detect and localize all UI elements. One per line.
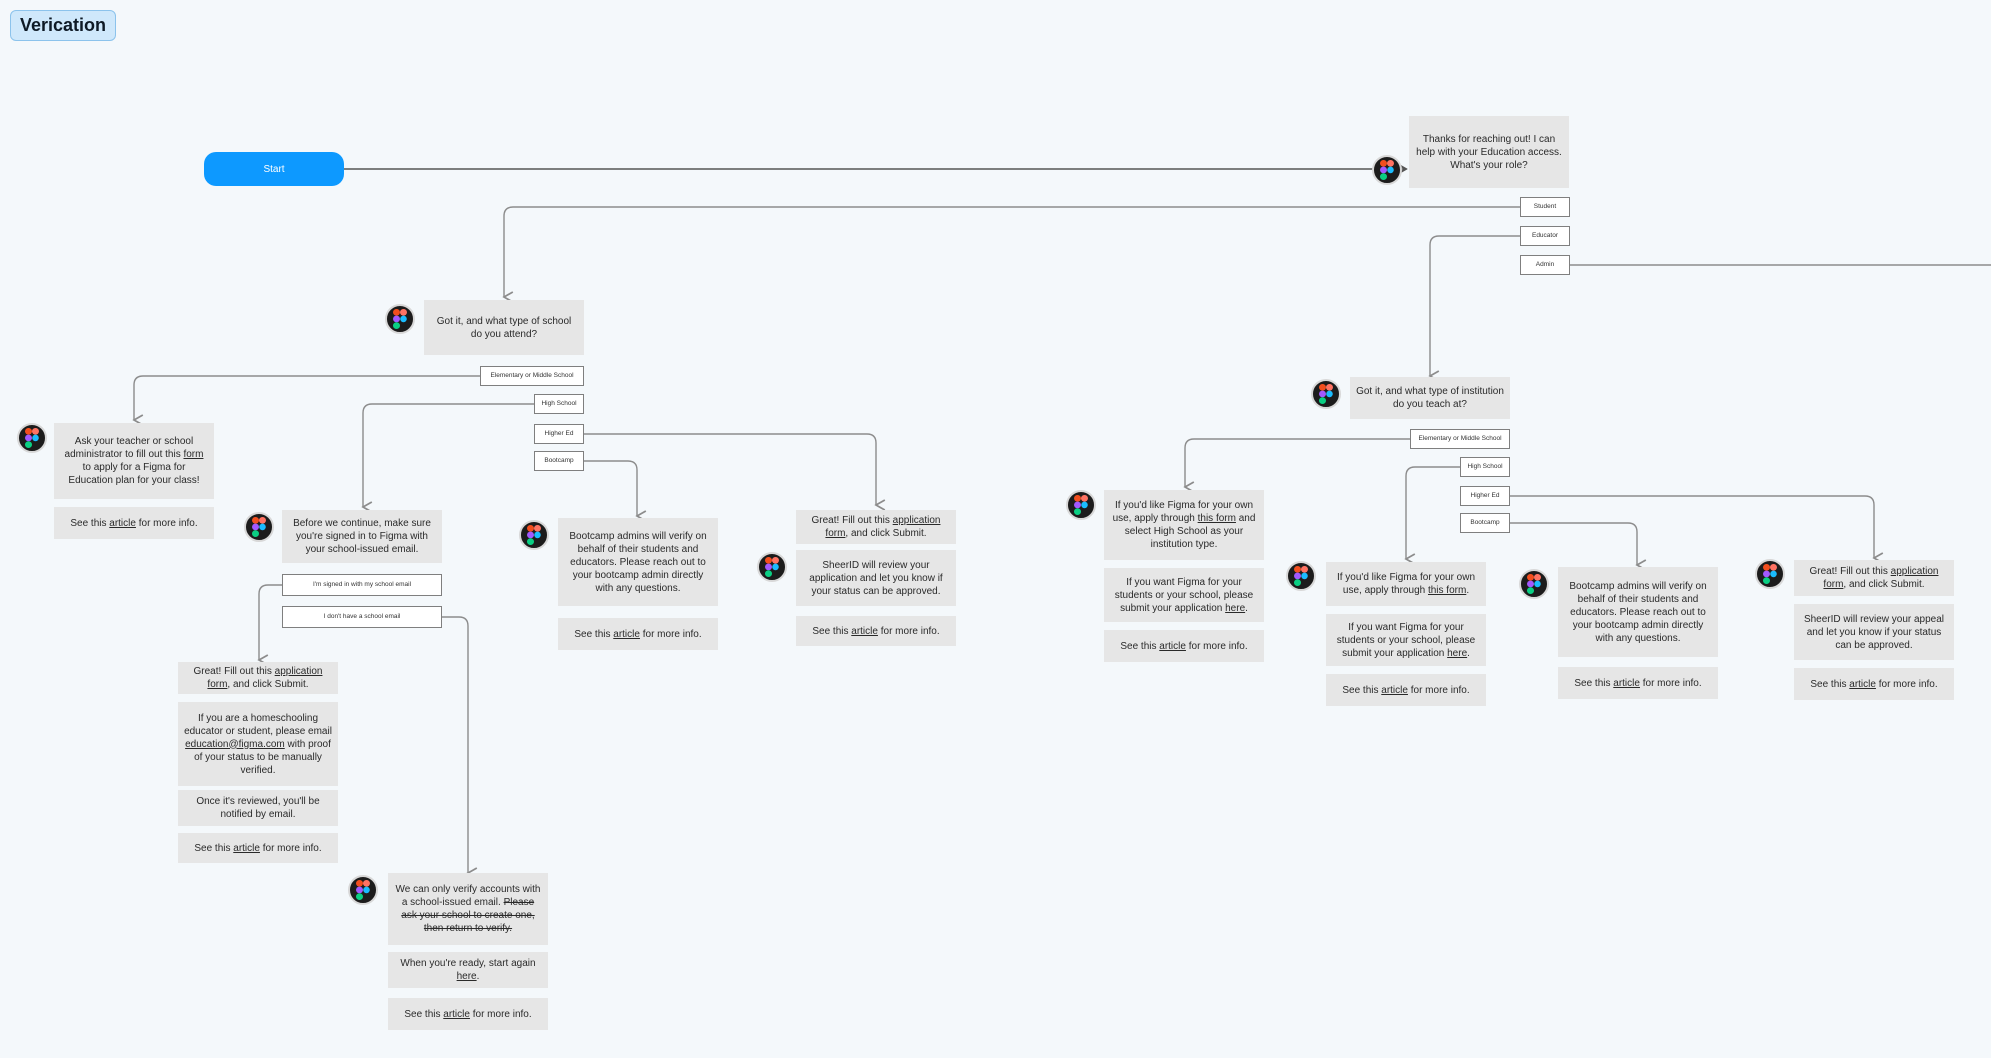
here-link[interactable]: here	[1225, 602, 1246, 614]
student-option-bootcamp[interactable]: Bootcamp	[534, 451, 584, 471]
educator-highschool-school: If you want Figma for your students or y…	[1326, 614, 1486, 666]
here-link[interactable]: here	[1447, 647, 1468, 659]
this-form-link[interactable]: this form	[1197, 513, 1236, 524]
struck-text: Please ask your school to create one, th…	[401, 897, 535, 934]
educator-highschool-own-use: If you'd like Figma for your own use, ap…	[1326, 562, 1486, 606]
article-link[interactable]: article	[851, 625, 878, 637]
figma-logo-icon	[17, 423, 47, 453]
connector-educator	[1430, 235, 1520, 376]
option-no-school-email[interactable]: I don't have a school email	[282, 606, 442, 628]
connector-e-bootcamp	[1510, 522, 1637, 565]
student-elementary-see-article: See this article for more info.	[54, 507, 214, 539]
connector-s-bootcamp	[584, 460, 637, 516]
connector-student	[504, 206, 1520, 297]
article-link[interactable]: article	[443, 1008, 470, 1020]
option-admin[interactable]: Admin	[1520, 255, 1570, 275]
article-link[interactable]: article	[109, 517, 136, 529]
student-highered-see-article: See this article for more info.	[796, 616, 956, 646]
figma-logo-icon	[385, 304, 415, 334]
educator-elementary-see-article: See this article for more info.	[1104, 630, 1264, 662]
student-elementary-message: Ask your teacher or school administrator…	[54, 423, 214, 499]
figma-logo-icon	[1311, 379, 1341, 409]
connector-e-elementary	[1185, 438, 1410, 487]
education-email-link[interactable]: education@figma.com	[185, 738, 285, 750]
student-option-highered[interactable]: Higher Ed	[534, 424, 584, 444]
role-question: Thanks for reaching out! I can help with…	[1409, 116, 1569, 188]
here-link[interactable]: here	[456, 971, 477, 982]
educator-option-bootcamp[interactable]: Bootcamp	[1460, 513, 1510, 533]
application-form-link[interactable]: application form	[207, 666, 323, 690]
article-link[interactable]: article	[1159, 640, 1186, 652]
student-bootcamp-see-article: See this article for more info.	[558, 618, 718, 650]
student-highered-apply: Great! Fill out this application form, a…	[796, 510, 956, 544]
educator-option-elementary[interactable]: Elementary or Middle School	[1410, 429, 1510, 449]
hs-signed-apply: Great! Fill out this application form, a…	[178, 662, 338, 694]
hs-signed-homeschool: If you are a homeschooling educator or s…	[178, 702, 338, 786]
hs-noemail-start-again: When you're ready, start again here.	[388, 952, 548, 988]
educator-highschool-see-article: See this article for more info.	[1326, 674, 1486, 706]
educator-option-highered[interactable]: Higher Ed	[1460, 486, 1510, 506]
student-highered-review: SheerID will review your application and…	[796, 550, 956, 606]
application-form-link[interactable]: application form	[825, 515, 941, 539]
educator-elementary-own-use: If you'd like Figma for your own use, ap…	[1104, 490, 1264, 560]
connector-s-highschool	[363, 403, 534, 507]
educator-highered-see-article: See this article for more info.	[1794, 668, 1954, 700]
option-signed-in-school-email[interactable]: I'm signed in with my school email	[282, 574, 442, 596]
article-link[interactable]: article	[1849, 678, 1876, 690]
educator-bootcamp-see-article: See this article for more info.	[1558, 667, 1718, 699]
form-link[interactable]: form	[183, 449, 204, 460]
connector-e-highschool	[1406, 466, 1460, 559]
hs-signed-see-article: See this article for more info.	[178, 833, 338, 863]
student-bootcamp-message: Bootcamp admins will verify on behalf of…	[558, 518, 718, 606]
connector-hs-noemail	[442, 616, 468, 873]
figma-logo-icon	[1519, 569, 1549, 599]
figma-logo-icon	[1066, 490, 1096, 520]
student-question: Got it, and what type of school do you a…	[424, 300, 584, 355]
option-educator[interactable]: Educator	[1520, 226, 1570, 246]
educator-elementary-school: If you want Figma for your students or y…	[1104, 568, 1264, 622]
application-form-link[interactable]: application form	[1823, 566, 1939, 590]
educator-bootcamp-message: Bootcamp admins will verify on behalf of…	[1558, 567, 1718, 657]
figma-logo-icon	[1372, 155, 1402, 185]
connector-e-highered	[1510, 495, 1874, 558]
educator-highered-apply: Great! Fill out this application form, a…	[1794, 560, 1954, 596]
figma-logo-icon	[1286, 561, 1316, 591]
figma-logo-icon	[519, 520, 549, 550]
hs-noemail-message: We can only verify accounts with a schoo…	[388, 873, 548, 945]
connector-s-highered	[584, 433, 876, 505]
figma-logo-icon	[348, 875, 378, 905]
student-highschool-question: Before we continue, make sure you're sig…	[282, 510, 442, 563]
frame-title[interactable]: Verication	[10, 10, 117, 41]
option-student[interactable]: Student	[1520, 197, 1570, 217]
student-option-highschool[interactable]: High School	[534, 394, 584, 414]
student-option-elementary[interactable]: Elementary or Middle School	[480, 366, 584, 386]
connector-s-elementary	[134, 375, 480, 420]
figma-logo-icon	[1755, 559, 1785, 589]
educator-highered-review: SheerID will review your appeal and let …	[1794, 604, 1954, 660]
start-node[interactable]: Start	[204, 152, 344, 186]
hs-signed-reviewed: Once it's reviewed, you'll be notified b…	[178, 790, 338, 826]
educator-question: Got it, and what type of institution do …	[1350, 377, 1510, 419]
article-link[interactable]: article	[233, 842, 260, 854]
figma-logo-icon	[757, 552, 787, 582]
hs-noemail-see-article: See this article for more info.	[388, 998, 548, 1030]
this-form-link[interactable]: this form	[1427, 585, 1467, 596]
connector-hs-signed	[259, 584, 282, 660]
figma-logo-icon	[244, 512, 274, 542]
article-link[interactable]: article	[1381, 684, 1408, 696]
article-link[interactable]: article	[613, 628, 640, 640]
article-link[interactable]: article	[1613, 677, 1640, 689]
educator-option-highschool[interactable]: High School	[1460, 457, 1510, 477]
